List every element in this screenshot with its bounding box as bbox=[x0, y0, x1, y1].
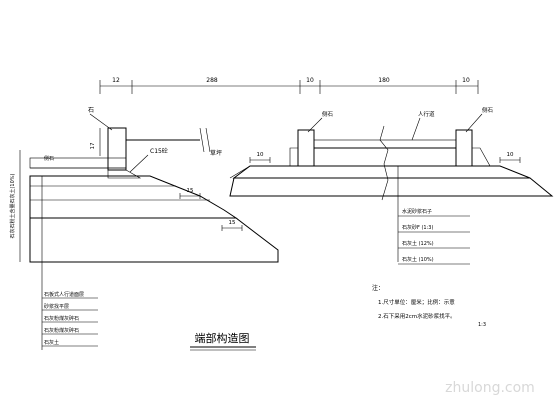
note-1: 1.尺寸单位：厘米；比例：示意 bbox=[378, 298, 455, 306]
watermark: zhulong.com bbox=[445, 380, 535, 396]
dim-12: 12 bbox=[112, 77, 120, 84]
c15-concrete bbox=[107, 169, 142, 179]
sidewalk-surface bbox=[313, 139, 457, 149]
dim-10-b: 10 bbox=[462, 77, 470, 84]
note-2-ratio: 1:3 bbox=[478, 322, 486, 328]
left-legend-item: 石灰粉煤灰碎石 bbox=[44, 315, 79, 322]
right-legend-item: 石灰砂F (1:3) bbox=[402, 224, 433, 231]
drawing-title: 端部构造图 bbox=[190, 331, 256, 351]
dim-10-a: 10 bbox=[306, 77, 314, 84]
right-stone-label-b: 侧石 bbox=[482, 106, 494, 114]
dim-10-left: 10 bbox=[257, 152, 264, 158]
left-section: 石 17 草坪 侧石 C15砼 15 15 石灰石粉土含量石灰土( bbox=[9, 107, 279, 350]
right-legend: 水泥砂浆石子 石灰砂F (1:3) 石灰土 (12%) 石灰土 (10%) bbox=[398, 208, 470, 265]
left-legend-item: 石板式人行道面层 bbox=[44, 291, 84, 298]
left-stone-label: 石 bbox=[88, 107, 94, 114]
notes: 注： 1.尺寸单位：厘米；比例：示意 2.石下采用2cm水泥砂浆找平。 1:3 bbox=[372, 284, 486, 328]
curb-left-label: 侧石 bbox=[44, 155, 54, 162]
dim-15-a: 15 bbox=[187, 188, 194, 194]
notes-head: 注： bbox=[372, 284, 384, 292]
left-legend-item: 石灰粉煤灰碎石 bbox=[44, 327, 79, 334]
c15-label: C15砼 bbox=[150, 147, 168, 155]
grass-label: 草坪 bbox=[210, 149, 222, 157]
right-curb-stone-a bbox=[297, 129, 315, 167]
right-base-layer-lower bbox=[229, 177, 554, 197]
right-legend-item: 水泥砂浆石子 bbox=[402, 208, 432, 215]
dim-10-right: 10 bbox=[507, 152, 514, 158]
note-2: 2.石下采用2cm水泥砂浆找平。 bbox=[378, 312, 456, 320]
dim-288: 288 bbox=[206, 77, 218, 84]
left-legend-item: 石灰土 bbox=[44, 339, 59, 346]
title-text: 端部构造图 bbox=[195, 331, 250, 345]
dim-15-b: 15 bbox=[229, 220, 236, 226]
left-curb-stone bbox=[107, 127, 127, 171]
left-vertical-dim: 石灰石粉土含量石灰土(10%) bbox=[9, 173, 16, 238]
right-curb-stone-b bbox=[455, 129, 473, 167]
right-stone-label-a: 侧石 bbox=[322, 110, 334, 118]
right-section: 侧石 侧石 人行道 10 10 bbox=[229, 106, 554, 262]
top-dimension-chain: 12 288 10 180 10 bbox=[99, 77, 479, 94]
left-legend-item: 砂浆找平层 bbox=[44, 303, 69, 310]
left-legend: 石板式人行道面层 砂浆找平层 石灰粉煤灰碎石 石灰粉煤灰碎石 石灰土 bbox=[42, 291, 98, 347]
base-layer-lower bbox=[29, 217, 279, 263]
sidewalk-label: 人行道 bbox=[418, 110, 435, 118]
dim-180: 180 bbox=[378, 77, 390, 84]
right-base-layer-upper bbox=[232, 165, 531, 179]
base-layer-upper bbox=[29, 175, 238, 219]
right-legend-item: 石灰土 (12%) bbox=[402, 240, 434, 247]
right-legend-item: 石灰土 (10%) bbox=[402, 256, 434, 263]
dim-17: 17 bbox=[90, 142, 96, 149]
